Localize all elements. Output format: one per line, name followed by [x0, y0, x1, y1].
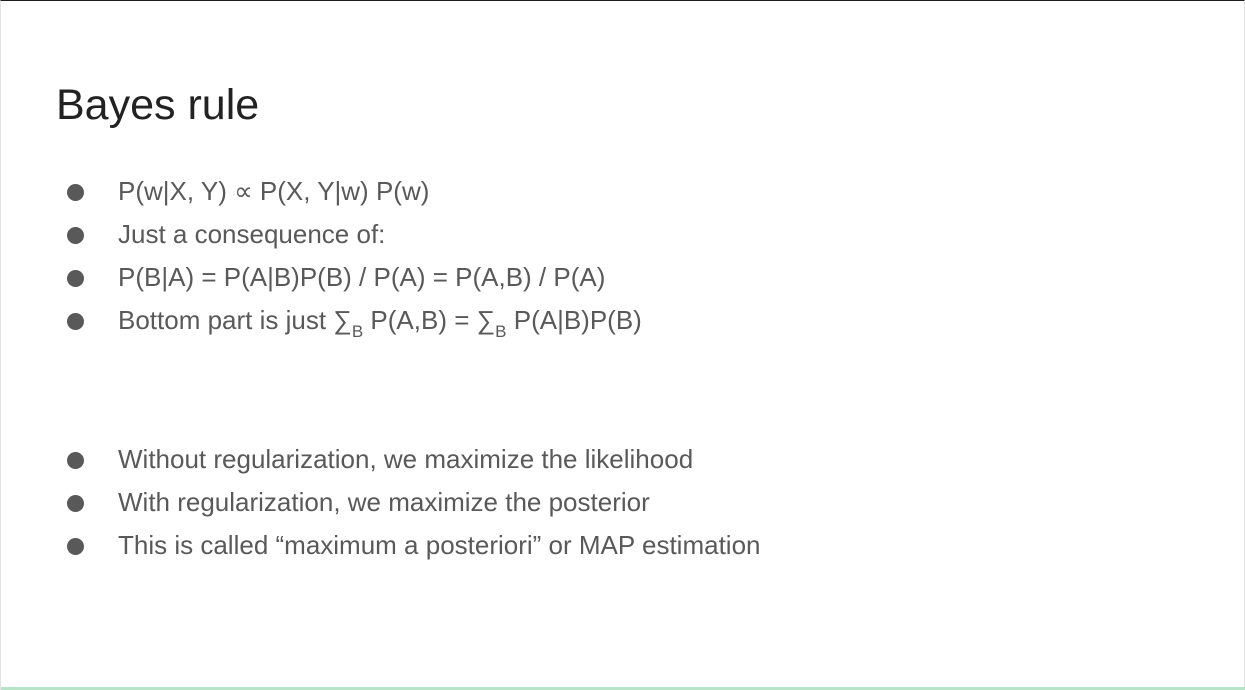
bullet-dot-icon — [67, 538, 84, 555]
bullet-dot-icon — [67, 184, 84, 201]
bullet-text: P(B|A) = P(A|B)P(B) / P(A) = P(A,B) / P(… — [118, 262, 606, 292]
bullet-text: Without regularization, we maximize the … — [118, 444, 694, 474]
formula-part: P(A,B) = ∑ — [363, 305, 496, 335]
bullet-dot-icon — [67, 270, 84, 287]
bottom-accent-bar — [1, 687, 1245, 690]
bullet-text: P(w|X, Y) ∝ P(X, Y|w) P(w) — [118, 176, 430, 206]
bullet-text: This is called “maximum a posteriori” or… — [118, 530, 761, 560]
formula-part: P(A|B)P(B) — [506, 305, 642, 335]
bullet-dot-icon — [67, 313, 84, 330]
bullet-text-formula: Bottom part is just ∑B P(A,B) = ∑B P(A|B… — [118, 299, 642, 345]
bullet-text: Just a consequence of: — [118, 219, 386, 249]
formula-part: Bottom part is just ∑ — [118, 305, 352, 335]
slide-title: Bayes rule — [56, 81, 260, 129]
bullet-text: With regularization, we maximize the pos… — [118, 487, 650, 517]
formula-subscript: B — [351, 322, 364, 341]
formula-subscript: B — [495, 322, 507, 341]
bullet-dot-icon — [67, 495, 84, 512]
bullet-dot-icon — [67, 452, 84, 469]
bullet-dot-icon — [67, 227, 84, 244]
